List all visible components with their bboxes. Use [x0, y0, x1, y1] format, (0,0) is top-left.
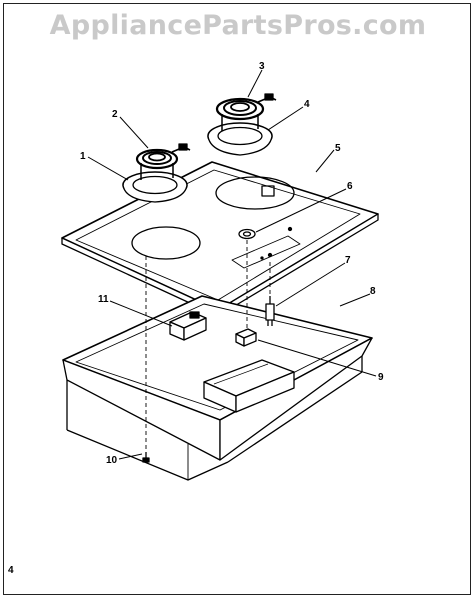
infinite-switch [265, 296, 275, 326]
callout-11: 11 [98, 294, 109, 305]
callout-2: 2 [112, 109, 118, 120]
front-surface-unit [122, 143, 191, 203]
switch-bracket [235, 328, 257, 347]
page-frame [3, 3, 471, 595]
callout-1: 1 [80, 151, 86, 162]
assembly-lines [145, 240, 271, 452]
leader-lines [87, 69, 377, 460]
burner-box [62, 295, 373, 481]
callout-5: 5 [335, 143, 341, 154]
rear-surface-unit [207, 93, 277, 156]
callout-9: 9 [378, 372, 384, 383]
indicator-light [238, 228, 256, 240]
callout-3: 3 [259, 61, 265, 72]
callout-4: 4 [304, 99, 310, 110]
watermark: AppliancePartsPros.com [49, 10, 427, 41]
callout-6: 6 [347, 181, 353, 192]
callout-8: 8 [370, 286, 376, 297]
screw [142, 452, 150, 463]
callout-7: 7 [345, 255, 351, 266]
terminal-block [169, 311, 207, 341]
callout-10: 10 [106, 455, 118, 466]
glass-cooktop-top [61, 161, 379, 317]
page-number: 4 [8, 565, 14, 576]
